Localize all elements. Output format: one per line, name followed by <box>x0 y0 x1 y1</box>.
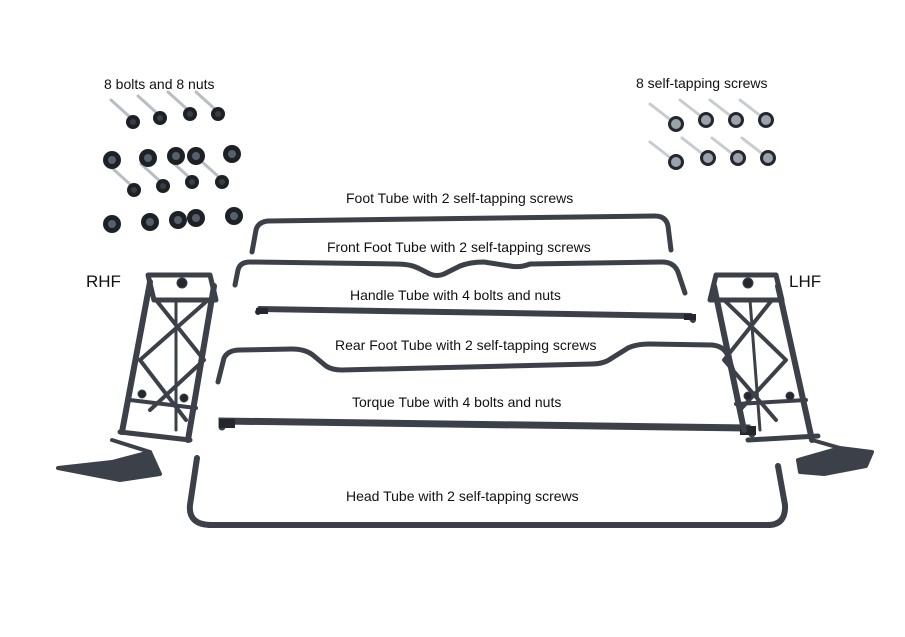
self-tapping-screws-group <box>648 98 776 170</box>
handle-tube-end-right <box>684 314 696 320</box>
bolt <box>110 166 141 197</box>
bolt <box>139 162 170 193</box>
head-tube <box>186 455 789 528</box>
rhf-frame <box>56 272 219 482</box>
nut <box>169 211 187 229</box>
self-tapping-screw <box>678 98 714 128</box>
bolt <box>136 94 167 125</box>
torque-tube-end-left <box>219 419 235 428</box>
nut <box>187 147 205 165</box>
self-tapping-screw <box>648 140 684 170</box>
bolts-and-nuts-group <box>103 90 243 233</box>
self-tapping-screw <box>708 98 744 128</box>
bolt <box>166 90 197 121</box>
lhf-label: LHF <box>789 272 822 291</box>
self-tapping-screw <box>648 102 684 132</box>
rear-foot-tube-label: Rear Foot Tube with 2 self-tapping screw… <box>335 337 597 353</box>
self-tapping-screw <box>710 136 746 166</box>
self-tapping-screw <box>740 136 776 166</box>
front-foot-tube <box>232 259 688 296</box>
bolt <box>198 158 229 189</box>
torque-tube <box>218 417 756 438</box>
torque-tube-end-right <box>740 426 756 435</box>
nut <box>223 145 241 163</box>
self-tapping-screw <box>738 98 774 128</box>
handle-tube-label: Handle Tube with 4 bolts and nuts <box>350 287 561 303</box>
handle-tube-end-left <box>256 308 268 314</box>
front-foot-tube-label: Front Foot Tube with 2 self-tapping scre… <box>327 239 591 255</box>
lhf-frame <box>707 272 874 476</box>
torque-tube-label: Torque Tube with 4 bolts and nuts <box>352 394 562 410</box>
self-tapping-screw <box>680 136 716 166</box>
nut <box>225 207 243 225</box>
head-tube-label: Head Tube with 2 self-tapping screws <box>346 488 579 504</box>
bolt <box>194 90 225 121</box>
rhf-label: RHF <box>86 272 121 291</box>
nut <box>187 209 205 227</box>
nut <box>167 147 185 165</box>
bolt <box>109 98 140 129</box>
bolts-nuts-label: 8 bolts and 8 nuts <box>104 76 215 92</box>
nut <box>139 149 157 167</box>
rear-foot-tube <box>215 341 737 385</box>
foot-tube-label: Foot Tube with 2 self-tapping screws <box>346 190 574 206</box>
handle-tube <box>255 305 696 323</box>
nut <box>103 215 121 233</box>
nut <box>103 151 121 169</box>
self-tapping-label: 8 self-tapping screws <box>636 75 768 91</box>
foot-tube <box>249 213 674 255</box>
nut <box>141 213 159 231</box>
